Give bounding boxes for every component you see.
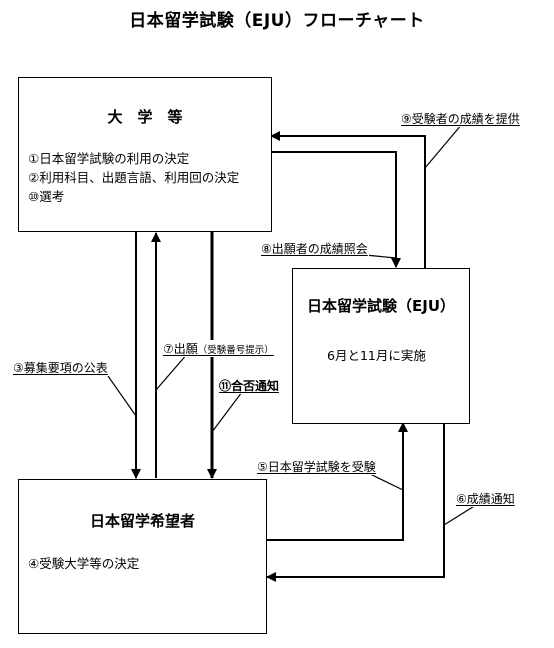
label-step9: ⑨受験者の成績を提供 xyxy=(400,110,521,127)
label-step11: ⑪合否通知 xyxy=(218,377,281,394)
university-item-3: ⑩選考 xyxy=(28,189,65,204)
label-step7-note: （受験番号提示） xyxy=(197,345,274,356)
university-item-1: ①日本留学試験の利用の決定 xyxy=(28,151,190,166)
leader-step7 xyxy=(155,352,189,391)
eju-box: 日本留学試験（EJU） 6月と11月に実施 xyxy=(292,268,470,424)
arrow-step5 xyxy=(266,422,408,541)
applicant-title: 日本留学希望者 xyxy=(89,512,195,530)
label-step6: ⑥成績通知 xyxy=(455,490,516,507)
arrow-step8 xyxy=(271,151,401,268)
arrow-step6 xyxy=(266,424,445,582)
label-step5: ⑤日本留学試験を受験 xyxy=(256,458,377,475)
arrow-step9 xyxy=(270,131,426,268)
university-item-2: ②利用科目、出題言語、利用回の決定 xyxy=(28,170,240,185)
applicant-item-1: ④受験大学等の決定 xyxy=(28,556,140,571)
leader-step11 xyxy=(211,391,243,433)
eju-title: 日本留学試験（EJU） xyxy=(306,297,455,315)
eju-item-1: 6月と11月に実施 xyxy=(327,348,426,363)
label-step7: ⑦出願（受験番号提示） xyxy=(162,340,275,357)
label-step8: ⑧出願者の成績照会 xyxy=(260,240,369,257)
label-step7-text: ⑦出願 xyxy=(163,342,198,356)
leader-step6 xyxy=(443,504,477,526)
leader-step8 xyxy=(364,254,397,259)
chart-title: 日本留学試験（EJU）フローチャート xyxy=(129,11,425,31)
leader-step3 xyxy=(107,375,137,417)
leader-step9 xyxy=(424,123,463,169)
university-title: 大 学 等 xyxy=(107,108,183,126)
leader-step5 xyxy=(367,472,404,491)
university-box: 大 学 等 ①日本留学試験の利用の決定 ②利用科目、出題言語、利用回の決定 ⑩選… xyxy=(18,77,272,232)
applicant-box: 日本留学希望者 ④受験大学等の決定 xyxy=(18,479,267,634)
label-step3: ③募集要項の公表 xyxy=(12,359,109,376)
